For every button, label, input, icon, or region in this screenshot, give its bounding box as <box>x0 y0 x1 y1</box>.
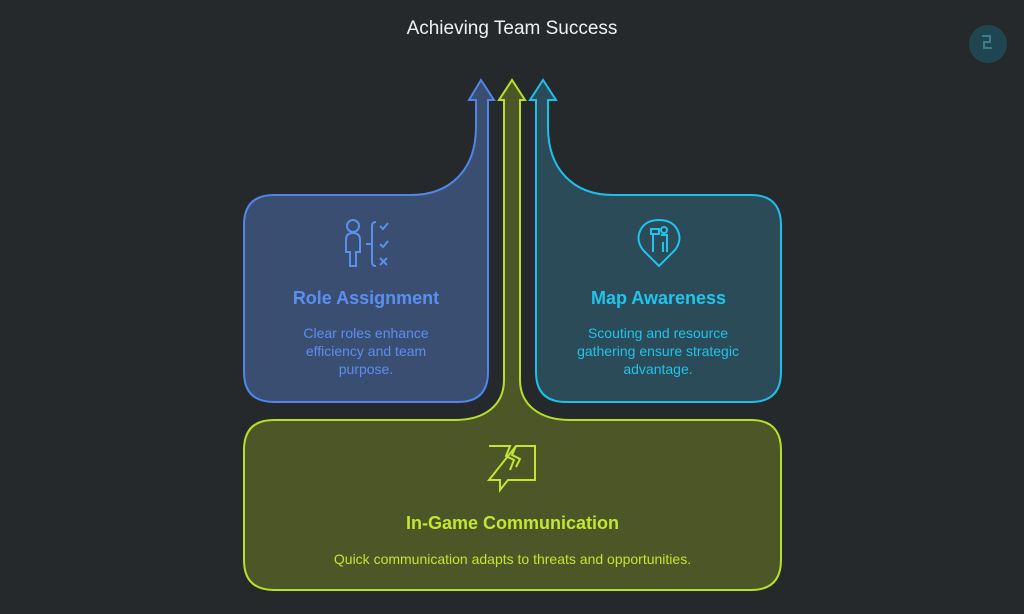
communication-title: In-Game Communication <box>405 513 620 533</box>
map-pin-scout-icon <box>637 218 681 268</box>
map-awareness-title: Map Awareness <box>590 288 727 308</box>
person-checklist-icon <box>345 219 389 267</box>
role-assignment-arrow-shape <box>243 78 496 403</box>
map-awareness-arrow-shape <box>528 78 782 403</box>
role-assignment-title: Role Assignment <box>292 288 440 308</box>
diagram-title: Achieving Team Success <box>406 18 618 39</box>
communication-description: Quick communication adapts to threats an… <box>333 551 692 567</box>
broken-chat-bubble-icon <box>486 445 536 493</box>
communication-arrow-shape <box>243 78 782 591</box>
role-assignment-description: Clear roles enhance efficiency and team … <box>303 325 429 377</box>
logo-icon <box>969 25 1007 63</box>
map-awareness-description: Scouting and resource gathering ensure s… <box>577 325 739 377</box>
